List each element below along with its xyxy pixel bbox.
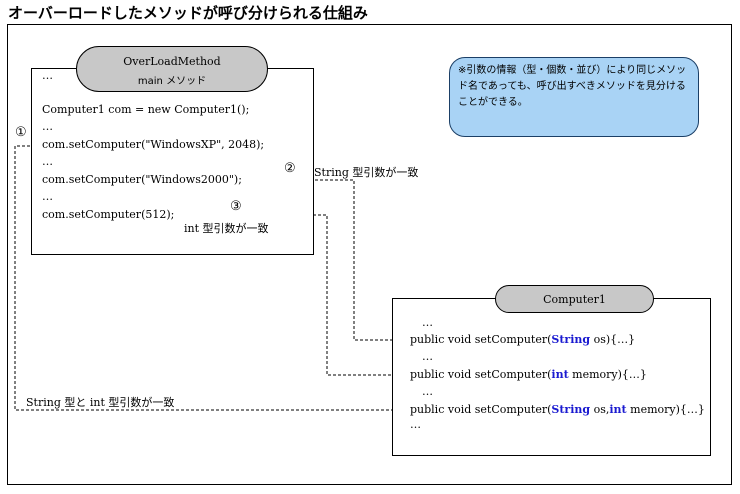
code-line-3: …	[42, 120, 53, 133]
computer1-box	[392, 298, 711, 456]
computer1-class-name: Computer1	[543, 293, 606, 306]
computer1-ellipsis-2: …	[422, 350, 433, 363]
class-name: OverLoadMethod	[123, 55, 221, 68]
method-suffix: memory){…}	[626, 403, 705, 416]
code-line-2: Computer1 com = new Computer1();	[42, 103, 250, 116]
method-name: main メソッド	[137, 76, 207, 87]
method-prefix: public void setComputer(	[410, 403, 552, 416]
code-line-6: com.setComputer("Windows2000");	[42, 173, 242, 186]
code-line-1: …	[42, 69, 53, 82]
note-bubble: ※引数の情報（型・個数・並び）により同じメソッド名であっても、呼び出すべきメソッ…	[449, 57, 699, 137]
code-line-8: com.setComputer(512);	[42, 208, 175, 221]
method-prefix: public void setComputer(	[410, 368, 552, 381]
computer1-ellipsis-4: …	[410, 418, 421, 431]
label-both-match: String 型と int 型引数が一致	[26, 396, 175, 409]
marker-1: ①	[15, 125, 27, 140]
computer1-ellipsis-1: …	[422, 316, 433, 329]
method-signature-string: public void setComputer(String os){…}	[410, 333, 635, 346]
computer1-ellipsis-3: …	[422, 385, 433, 398]
page-title: オーバーロードしたメソッドが呼び分けられる仕組み	[8, 4, 368, 22]
keyword-int: int	[551, 368, 569, 381]
method-param: memory	[568, 368, 618, 381]
marker-3: ③	[230, 199, 242, 214]
label-string-match: String 型引数が一致	[314, 166, 419, 179]
connector-both	[14, 145, 396, 411]
code-line-4: com.setComputer("WindowsXP", 2048);	[42, 138, 265, 151]
method-signature-int: public void setComputer(int memory){…}	[410, 368, 647, 381]
marker-2: ②	[284, 161, 296, 176]
diagram-frame	[7, 24, 732, 485]
method-param: os,	[590, 403, 610, 416]
method-param: os	[590, 333, 606, 346]
code-line-5: …	[42, 155, 53, 168]
keyword-int: int	[609, 403, 627, 416]
method-prefix: public void setComputer(	[410, 333, 552, 346]
computer1-header: Computer1	[495, 285, 654, 313]
code-line-7: …	[42, 190, 53, 203]
label-int-match: int 型引数が一致	[184, 222, 269, 235]
method-signature-string-int: public void setComputer(String os,int me…	[410, 403, 705, 416]
main-method-box	[31, 68, 314, 255]
keyword-string: String	[551, 333, 591, 346]
main-method-header: OverLoadMethod main メソッド	[76, 46, 268, 92]
keyword-string: String	[551, 403, 591, 416]
method-suffix: ){…}	[605, 333, 636, 346]
method-suffix: ){…}	[617, 368, 647, 381]
